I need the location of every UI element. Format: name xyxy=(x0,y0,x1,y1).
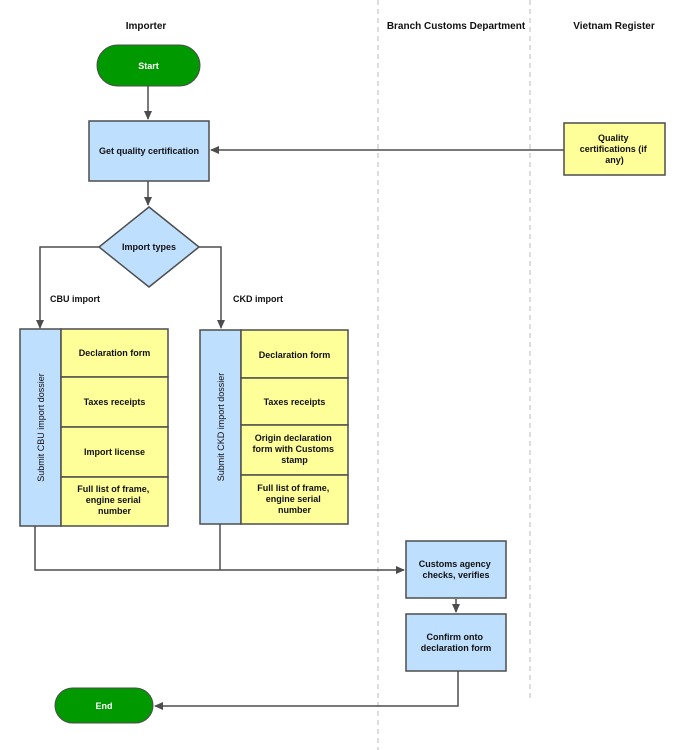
quality-cert-line-2: certifications (if xyxy=(580,144,648,154)
cbu-item-taxes xyxy=(60,376,169,428)
connectors xyxy=(34,86,564,710)
cbu-item-frame-list xyxy=(60,476,169,527)
ckd-dossier-group: Submit CKD import dossier Declaration fo… xyxy=(199,329,349,525)
ckd-item-origin-label: Origin declaration form with Customs sta… xyxy=(252,433,336,465)
ckd-dossier-label: Submit CKD import dossier xyxy=(216,373,226,482)
connector-confirm-to-end xyxy=(154,671,459,710)
cbu-frame-line-2: engine serial xyxy=(86,495,141,505)
confirm-line-1: Confirm onto xyxy=(426,632,483,642)
confirm-box: Confirm onto declaration form xyxy=(405,613,507,672)
quality-certifications-label: Quality certifications (if any) xyxy=(580,133,650,165)
cbu-item-license xyxy=(60,426,169,478)
lane-title-importer: Importer xyxy=(126,21,167,32)
cbu-dossier-box xyxy=(19,328,62,527)
customs-check-line-1: Customs agency xyxy=(419,559,491,569)
ckd-frame-line-3: number xyxy=(278,505,312,515)
import-types-decision: Import types xyxy=(97,206,201,288)
ckd-dossier-box xyxy=(199,329,242,525)
customs-check-box: Customs agency checks, verifies xyxy=(405,540,507,599)
cbu-item-frame-list-label: Full list of frame, engine serial number xyxy=(77,484,152,516)
connector-decision-to-cbu xyxy=(36,246,99,329)
ckd-origin-line-2: form with Customs xyxy=(252,444,334,454)
connector-cbu-to-customs xyxy=(34,526,405,574)
ckd-frame-line-1: Full list of frame, xyxy=(257,483,329,493)
cbu-frame-line-1: Full list of frame, xyxy=(77,484,149,494)
customs-check-line-2: checks, verifies xyxy=(422,570,489,580)
cbu-dossier-group: Submit CBU import dossier Declaration fo… xyxy=(19,328,169,527)
ckd-branch-label: CKD import xyxy=(233,294,283,304)
ckd-item-declaration xyxy=(240,329,349,379)
ckd-item-origin xyxy=(240,424,349,476)
cbu-item-taxes-label: Taxes receipts xyxy=(84,397,146,407)
ckd-item-taxes-label: Taxes receipts xyxy=(264,397,326,407)
end-label: End xyxy=(96,701,113,711)
cbu-item-declaration-label: Declaration form xyxy=(79,348,151,358)
ckd-origin-line-1: Origin declaration xyxy=(255,433,332,443)
ckd-item-declaration-label: Declaration form xyxy=(259,350,331,360)
lane-title-register: Vietnam Register xyxy=(573,21,655,32)
confirm-label: Confirm onto declaration form xyxy=(421,632,492,653)
connector-decision-to-ckd xyxy=(199,246,225,329)
ckd-item-frame-list-label: Full list of frame, engine serial number xyxy=(257,483,332,515)
cbu-frame-line-3: number xyxy=(98,506,132,516)
end-terminal: End xyxy=(54,687,154,724)
start-label: Start xyxy=(138,61,159,71)
import-types-label: Import types xyxy=(122,242,176,252)
ckd-item-frame-list xyxy=(240,474,349,525)
cbu-item-license-label: Import license xyxy=(84,447,145,457)
ckd-frame-line-2: engine serial xyxy=(266,494,321,504)
quality-cert-line-3: any) xyxy=(605,155,624,165)
customs-check-label: Customs agency checks, verifies xyxy=(419,559,494,580)
cbu-branch-label: CBU import xyxy=(50,294,100,304)
quality-certifications-box: Quality certifications (if any) xyxy=(563,122,666,176)
ckd-origin-line-3: stamp xyxy=(281,455,308,465)
get-certification-box: Get quality certification xyxy=(88,120,210,182)
get-certification-label: Get quality certification xyxy=(99,146,199,156)
confirm-line-2: declaration form xyxy=(421,643,492,653)
cbu-item-declaration xyxy=(60,328,169,378)
start-terminal: Start xyxy=(96,44,201,87)
lane-title-customs: Branch Customs Department xyxy=(387,21,526,32)
quality-cert-line-1: Quality xyxy=(598,133,629,143)
cbu-dossier-label: Submit CBU import dossier xyxy=(36,373,46,482)
